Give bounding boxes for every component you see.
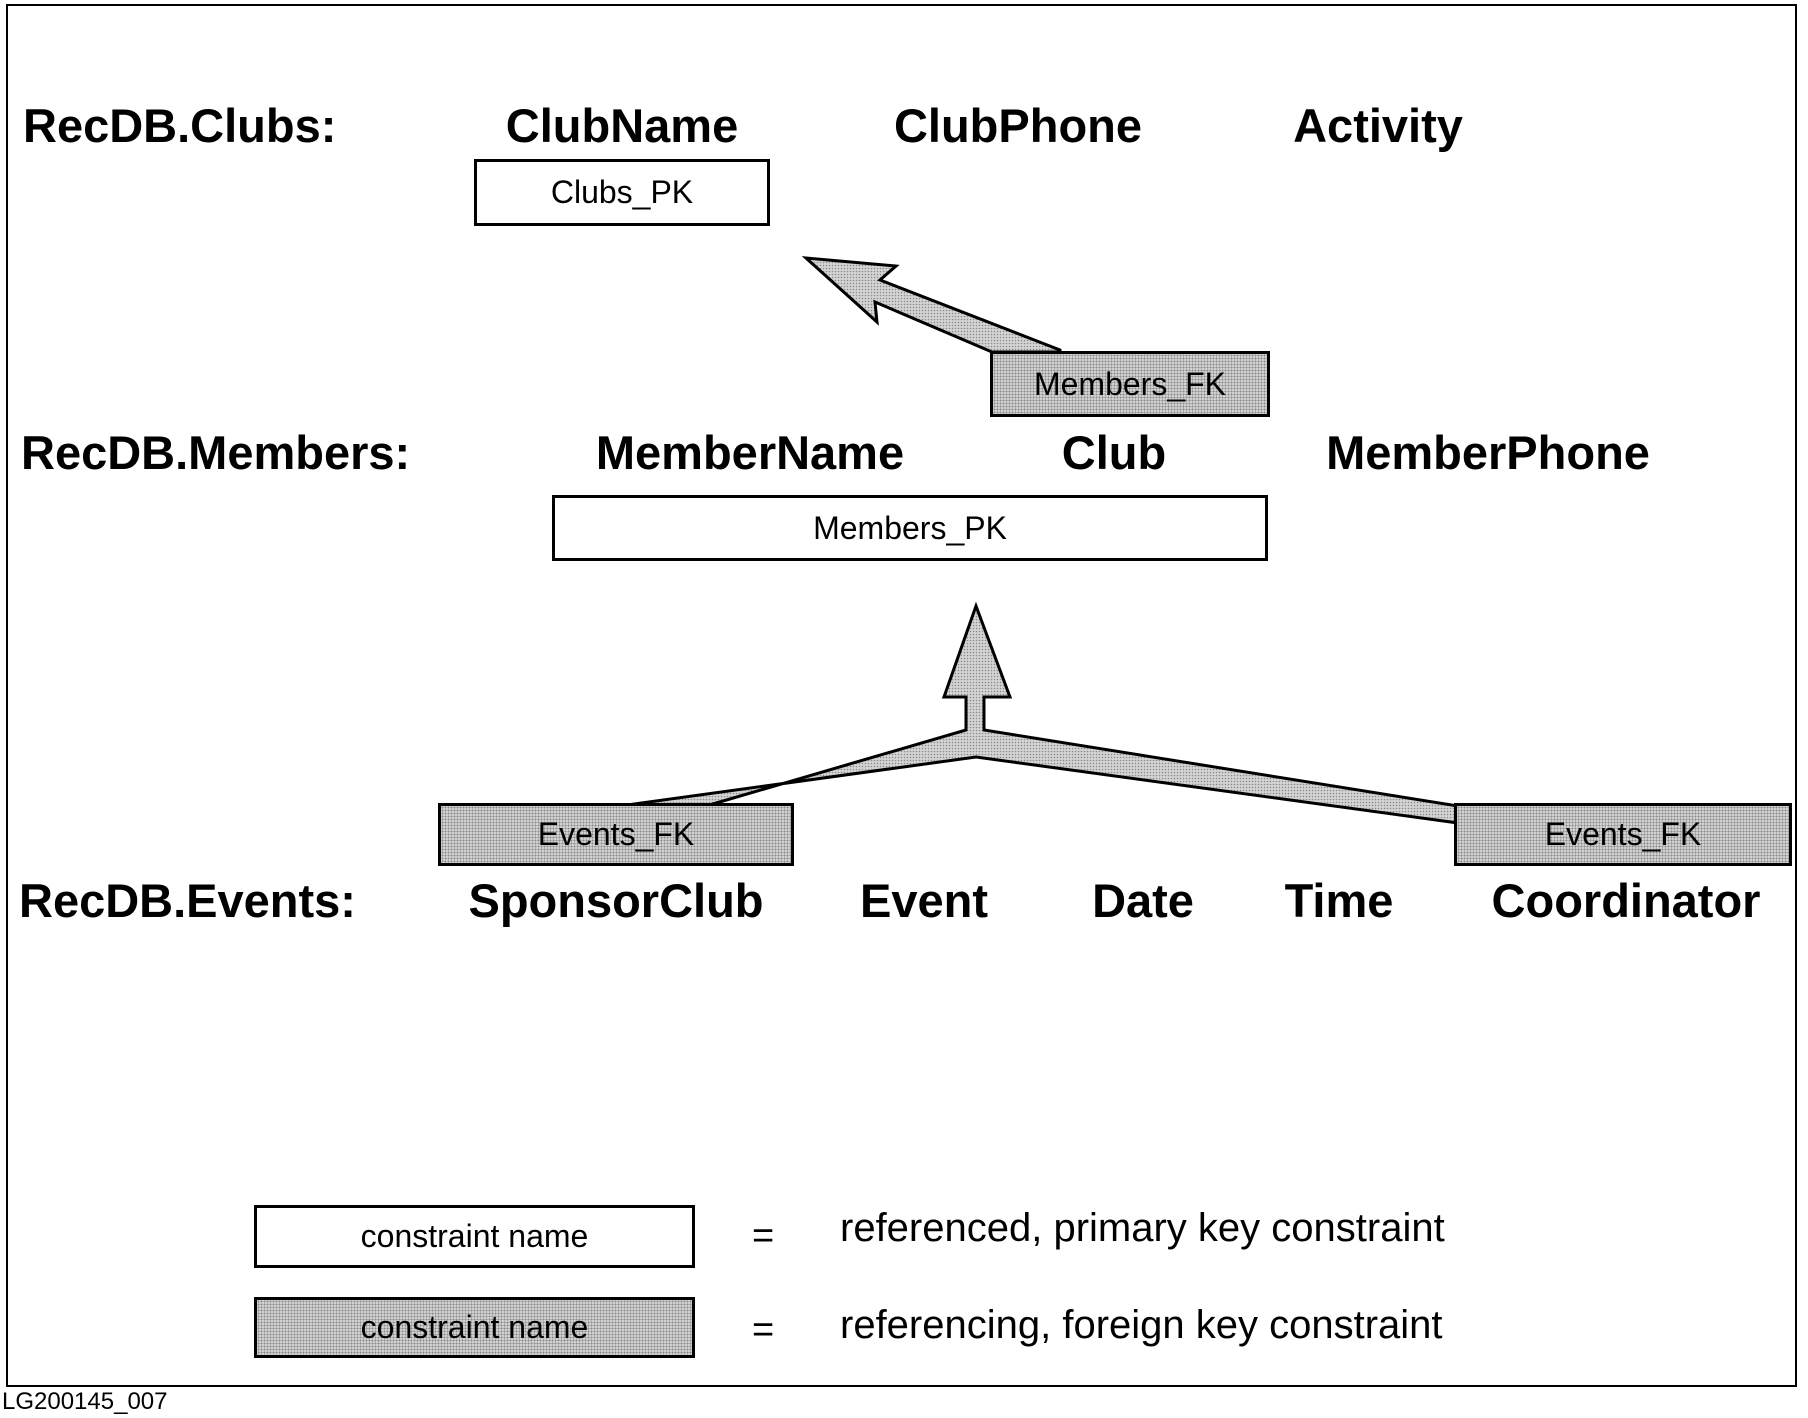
- legend-primary-equals: =: [752, 1215, 775, 1257]
- column-clubname: ClubName: [505, 99, 739, 152]
- members-pk-box: Members_PK: [552, 495, 1268, 561]
- table-name-events: RecDB.Events:: [19, 874, 356, 927]
- members-fk-reference-arrow: [801, 256, 1062, 354]
- column-club: Club: [1061, 426, 1167, 479]
- legend-foreign-description: referencing, foreign key constraint: [840, 1303, 1443, 1347]
- clubs-pk-box: Clubs_PK: [474, 159, 770, 226]
- column-clubphone: ClubPhone: [893, 99, 1143, 152]
- legend-primary-description: referenced, primary key constraint: [840, 1206, 1445, 1250]
- diagram-frame: [6, 4, 1797, 1387]
- events-fk-box-left: Events_FK: [438, 803, 794, 866]
- legend-foreign-box: constraint name: [254, 1297, 695, 1358]
- events-fk-box-right: Events_FK: [1454, 803, 1792, 866]
- column-memberphone: MemberPhone: [1326, 426, 1650, 479]
- events-fk-arrow: [438, 601, 1460, 825]
- column-coordinator: Coordinator: [1491, 874, 1761, 927]
- column-event: Event: [860, 874, 988, 927]
- table-name-clubs: RecDB.Clubs:: [23, 99, 337, 152]
- table-name-members: RecDB.Members:: [21, 426, 411, 479]
- legend-foreign-equals: =: [752, 1309, 775, 1351]
- members-fk-box: Members_FK: [990, 351, 1270, 417]
- figure-id: LG200145_007: [2, 1388, 168, 1415]
- column-membername: MemberName: [595, 426, 905, 479]
- column-sponsorclub: SponsorClub: [468, 874, 764, 927]
- column-date: Date: [1092, 874, 1194, 927]
- column-time: Time: [1284, 874, 1394, 927]
- column-activity: Activity: [1293, 99, 1463, 152]
- legend-primary-box: constraint name: [254, 1205, 695, 1268]
